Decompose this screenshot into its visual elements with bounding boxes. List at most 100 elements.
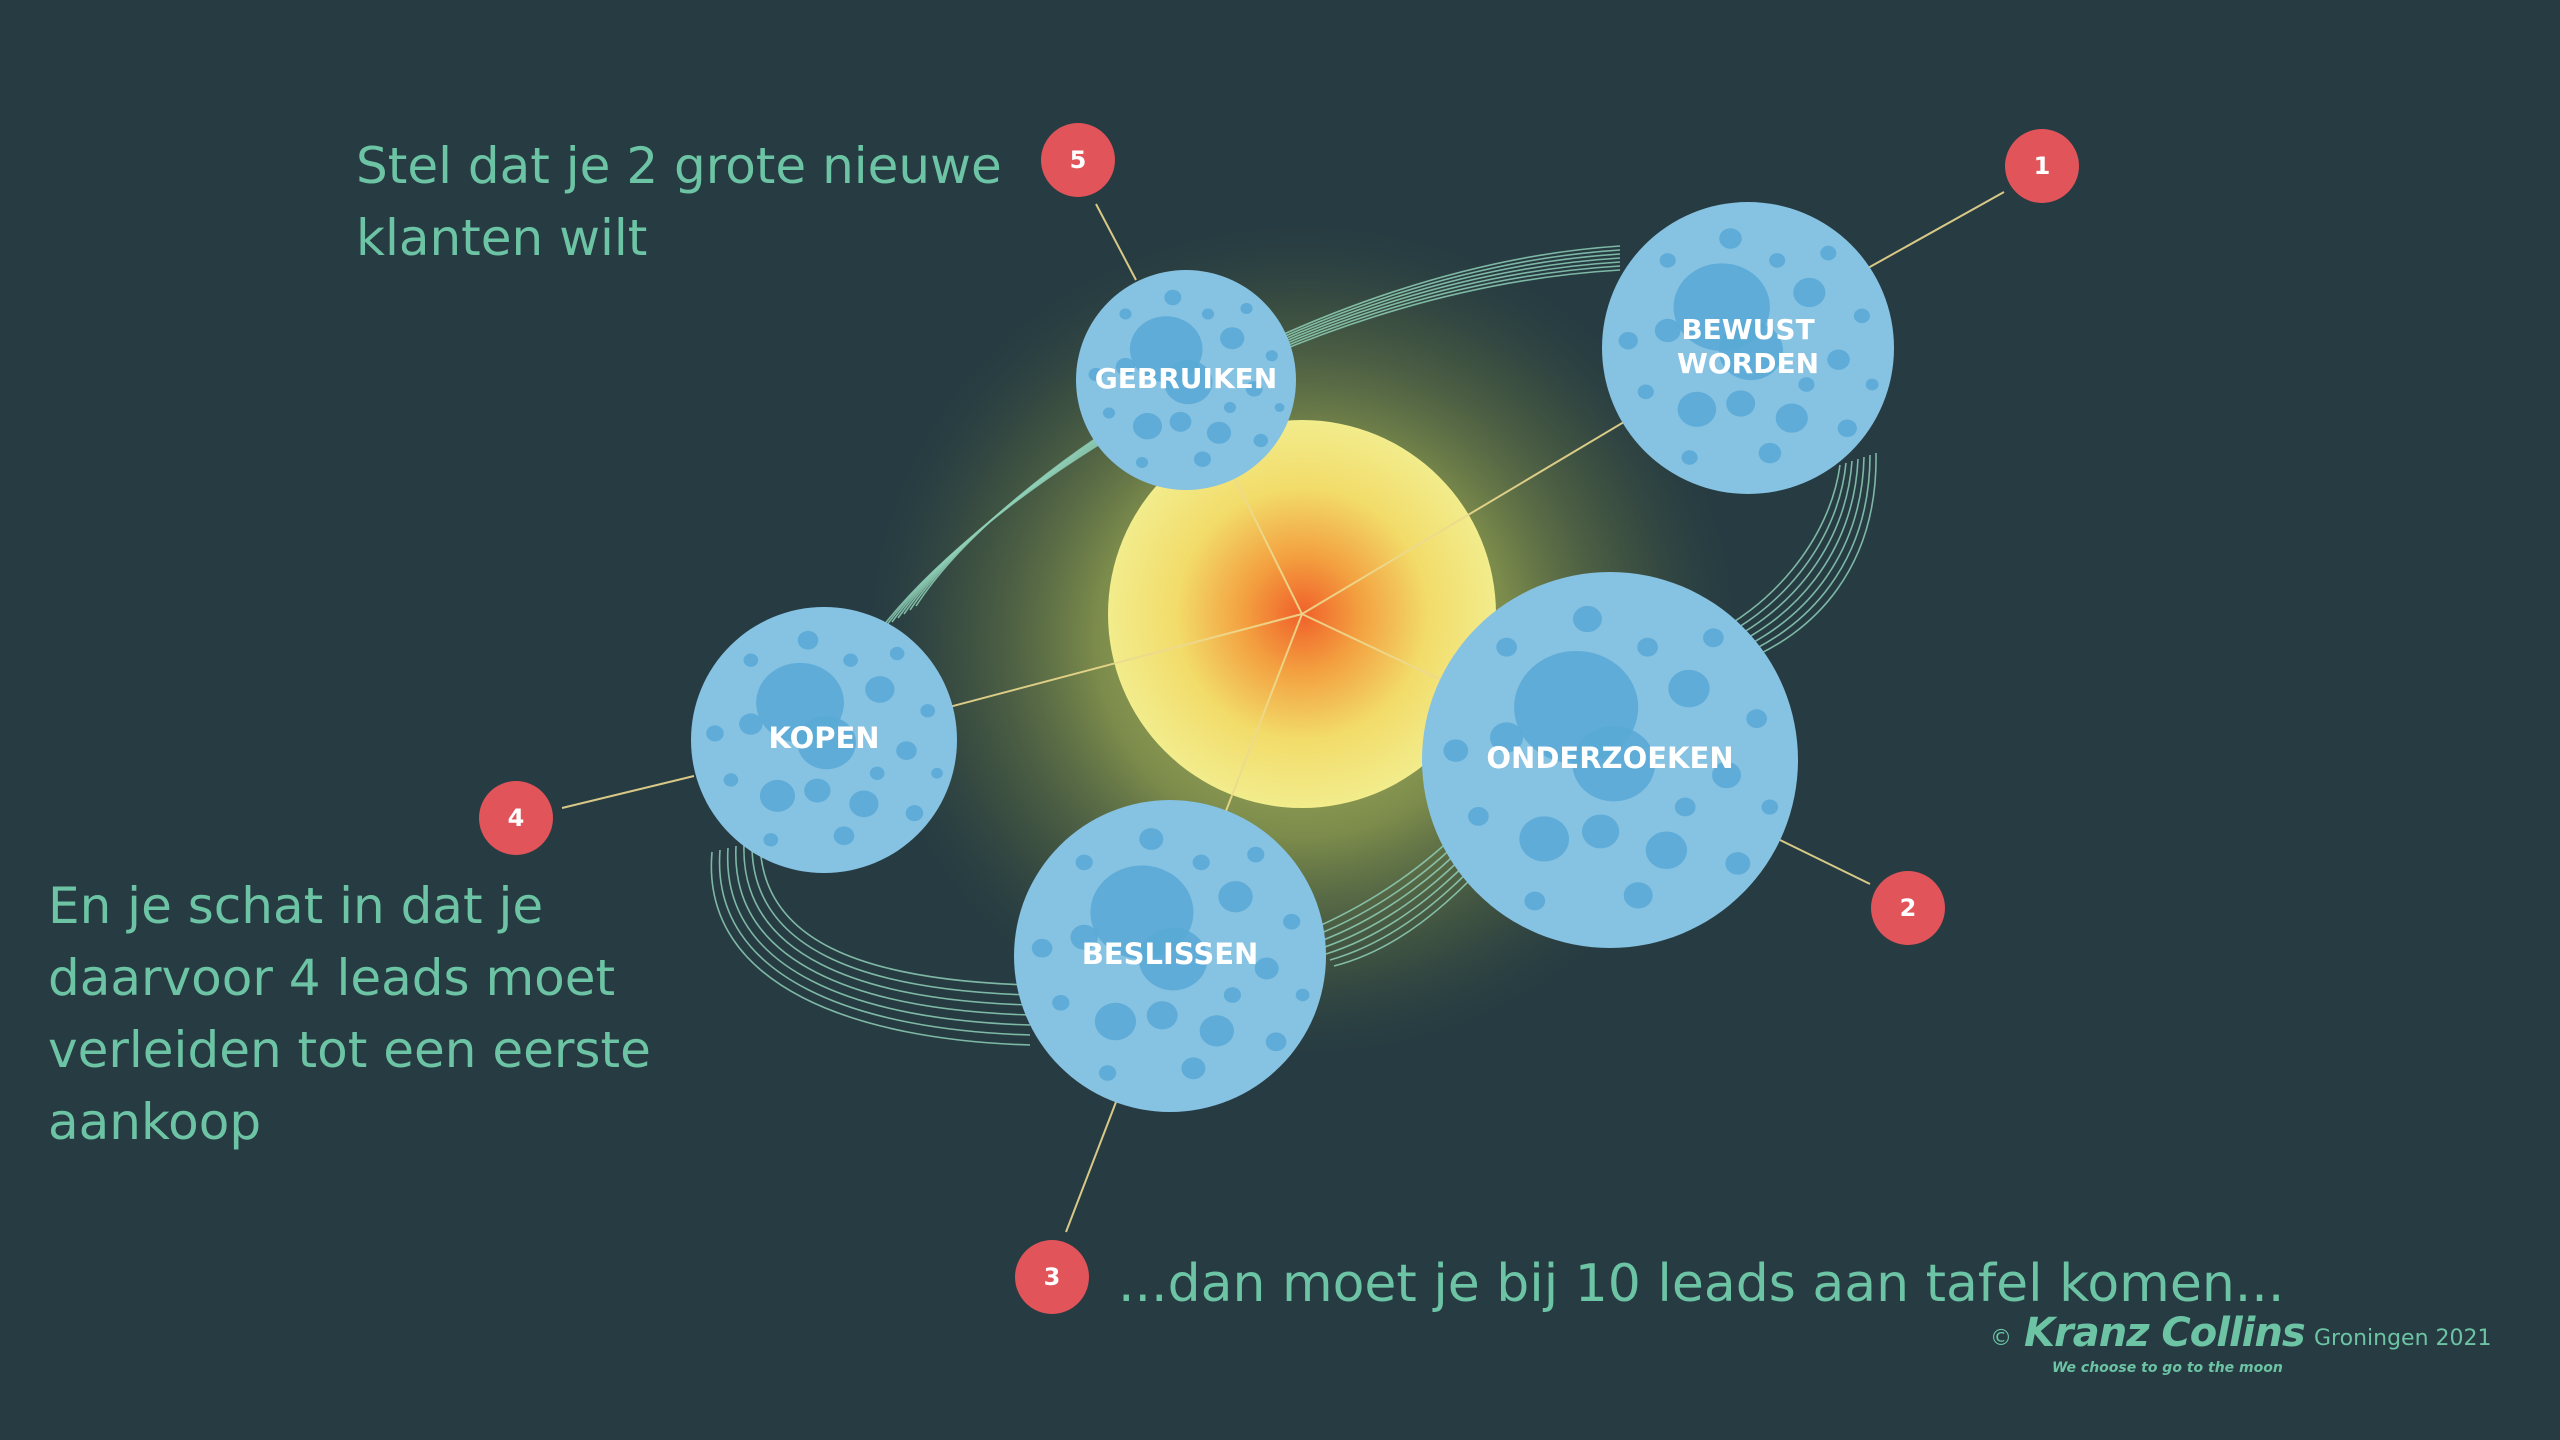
crater-shape xyxy=(1581,814,1620,849)
crater-shape xyxy=(1677,391,1717,427)
badge-connector-line xyxy=(561,775,695,809)
stage-label: KOPEN xyxy=(768,721,879,755)
crater-shape xyxy=(1138,927,1208,991)
footer: © Kranz Collins We choose to go to the m… xyxy=(1990,1310,2530,1376)
crater-shape xyxy=(1295,988,1310,1002)
crater-shape xyxy=(1572,605,1602,633)
intro-text: Stel dat je 2 grote nieuwe klanten wilt xyxy=(356,137,1002,267)
numbered-circle-icon xyxy=(479,781,553,855)
crater-shape xyxy=(1712,761,1742,789)
planet-gebruiken: GEBRUIKEN xyxy=(1076,270,1296,490)
crater-shape xyxy=(1070,924,1098,950)
crater-shape xyxy=(739,713,763,735)
crater-shape xyxy=(1139,828,1164,850)
crater-shape xyxy=(763,833,779,847)
crater-shape xyxy=(759,779,796,812)
crater-shape xyxy=(1223,987,1241,1003)
crater-shape xyxy=(1135,457,1149,468)
crater-shape xyxy=(1218,881,1253,913)
crater-shape xyxy=(1220,327,1245,350)
step-number: 1 xyxy=(2034,152,2051,180)
crater-shape xyxy=(1052,995,1070,1011)
crater-shape xyxy=(1519,816,1570,862)
brand-logo: Kranz Collins xyxy=(2024,1310,2306,1356)
step-badge-3: 3 xyxy=(1015,1240,1089,1314)
crater-shape xyxy=(896,741,917,760)
crater-shape xyxy=(1659,253,1676,268)
crater-shape xyxy=(1490,722,1524,753)
crater-shape xyxy=(1703,628,1724,648)
numbered-circle-icon xyxy=(2005,129,2079,203)
crater-shape xyxy=(1746,709,1767,729)
crater-shape xyxy=(1102,407,1116,419)
crater-shape xyxy=(1206,421,1232,444)
step-badge-4: 4 xyxy=(479,781,553,855)
crater-shape xyxy=(1725,852,1751,875)
crater-shape xyxy=(1094,1002,1136,1041)
crater-shape xyxy=(797,630,819,650)
crater-shape xyxy=(743,653,759,667)
step-number: 2 xyxy=(1900,894,1917,922)
crater-shape xyxy=(723,773,739,787)
crater-shape xyxy=(1827,349,1850,370)
crater-shape xyxy=(1853,308,1870,324)
crater-shape xyxy=(1088,367,1104,382)
crater-shape xyxy=(1031,938,1053,958)
numbered-circle-icon xyxy=(1871,871,1945,945)
crater-shape xyxy=(865,676,895,703)
crater-shape xyxy=(1199,1015,1234,1047)
numbered-circle-icon xyxy=(1015,1240,1089,1314)
crater-shape xyxy=(1524,891,1546,911)
crater-shape xyxy=(1115,358,1136,376)
crater-shape xyxy=(889,646,905,661)
crater-shape xyxy=(1192,854,1210,871)
crater-shape xyxy=(1618,331,1638,350)
crater-shape xyxy=(1758,442,1782,464)
crater-shape xyxy=(931,767,943,779)
crater-shape xyxy=(1146,1001,1178,1030)
step-number: 5 xyxy=(1070,146,1087,174)
crater-shape xyxy=(1201,308,1215,320)
crater-shape xyxy=(1623,882,1653,909)
crater-shape xyxy=(1099,1065,1117,1081)
crater-shape xyxy=(843,653,858,667)
step-badge-1: 1 xyxy=(2005,129,2079,203)
crater-shape xyxy=(1075,854,1093,871)
planet-beslissen: BESLISSEN xyxy=(1014,800,1326,1112)
stage-label: ONDERZOEKEN xyxy=(1486,741,1733,775)
crater-shape xyxy=(1169,411,1192,432)
crater-shape xyxy=(1718,321,1784,381)
crater-shape xyxy=(1654,318,1681,343)
crater-shape xyxy=(1119,308,1132,320)
crater-shape xyxy=(1668,669,1710,708)
crater-shape xyxy=(1164,360,1213,405)
step-badge-5: 5 xyxy=(1041,123,1115,197)
step-number: 3 xyxy=(1044,1263,1061,1291)
crater-shape xyxy=(1820,245,1837,261)
crater-shape xyxy=(905,805,924,822)
crater-shape xyxy=(1837,419,1857,438)
crater-shape xyxy=(833,826,855,846)
crater-shape xyxy=(1798,377,1815,392)
stage-label: BEWUST xyxy=(1681,313,1814,346)
crater-shape xyxy=(1132,413,1163,440)
crater-shape xyxy=(1637,384,1654,400)
badge-connector-line xyxy=(1779,839,1871,885)
crater-shape xyxy=(1240,303,1253,314)
crater-shape xyxy=(1468,807,1489,826)
crater-shape xyxy=(1265,1032,1287,1052)
badge-connector-line xyxy=(1065,1101,1117,1233)
stage-label: BESLISSEN xyxy=(1082,937,1259,971)
crater-shape xyxy=(1274,403,1285,412)
brand-tagline: We choose to go to the moon xyxy=(2052,1360,2283,1376)
crater-shape xyxy=(1681,450,1698,465)
crater-shape xyxy=(1496,637,1517,657)
crater-shape xyxy=(1775,403,1808,433)
badge-connector-line xyxy=(1095,203,1137,281)
crater-shape xyxy=(1181,1057,1206,1080)
estimate-text: En je schat in dat je daarvoor 4 leads m… xyxy=(48,877,651,1151)
crater-shape xyxy=(1194,451,1211,467)
crater-shape xyxy=(1265,350,1278,362)
